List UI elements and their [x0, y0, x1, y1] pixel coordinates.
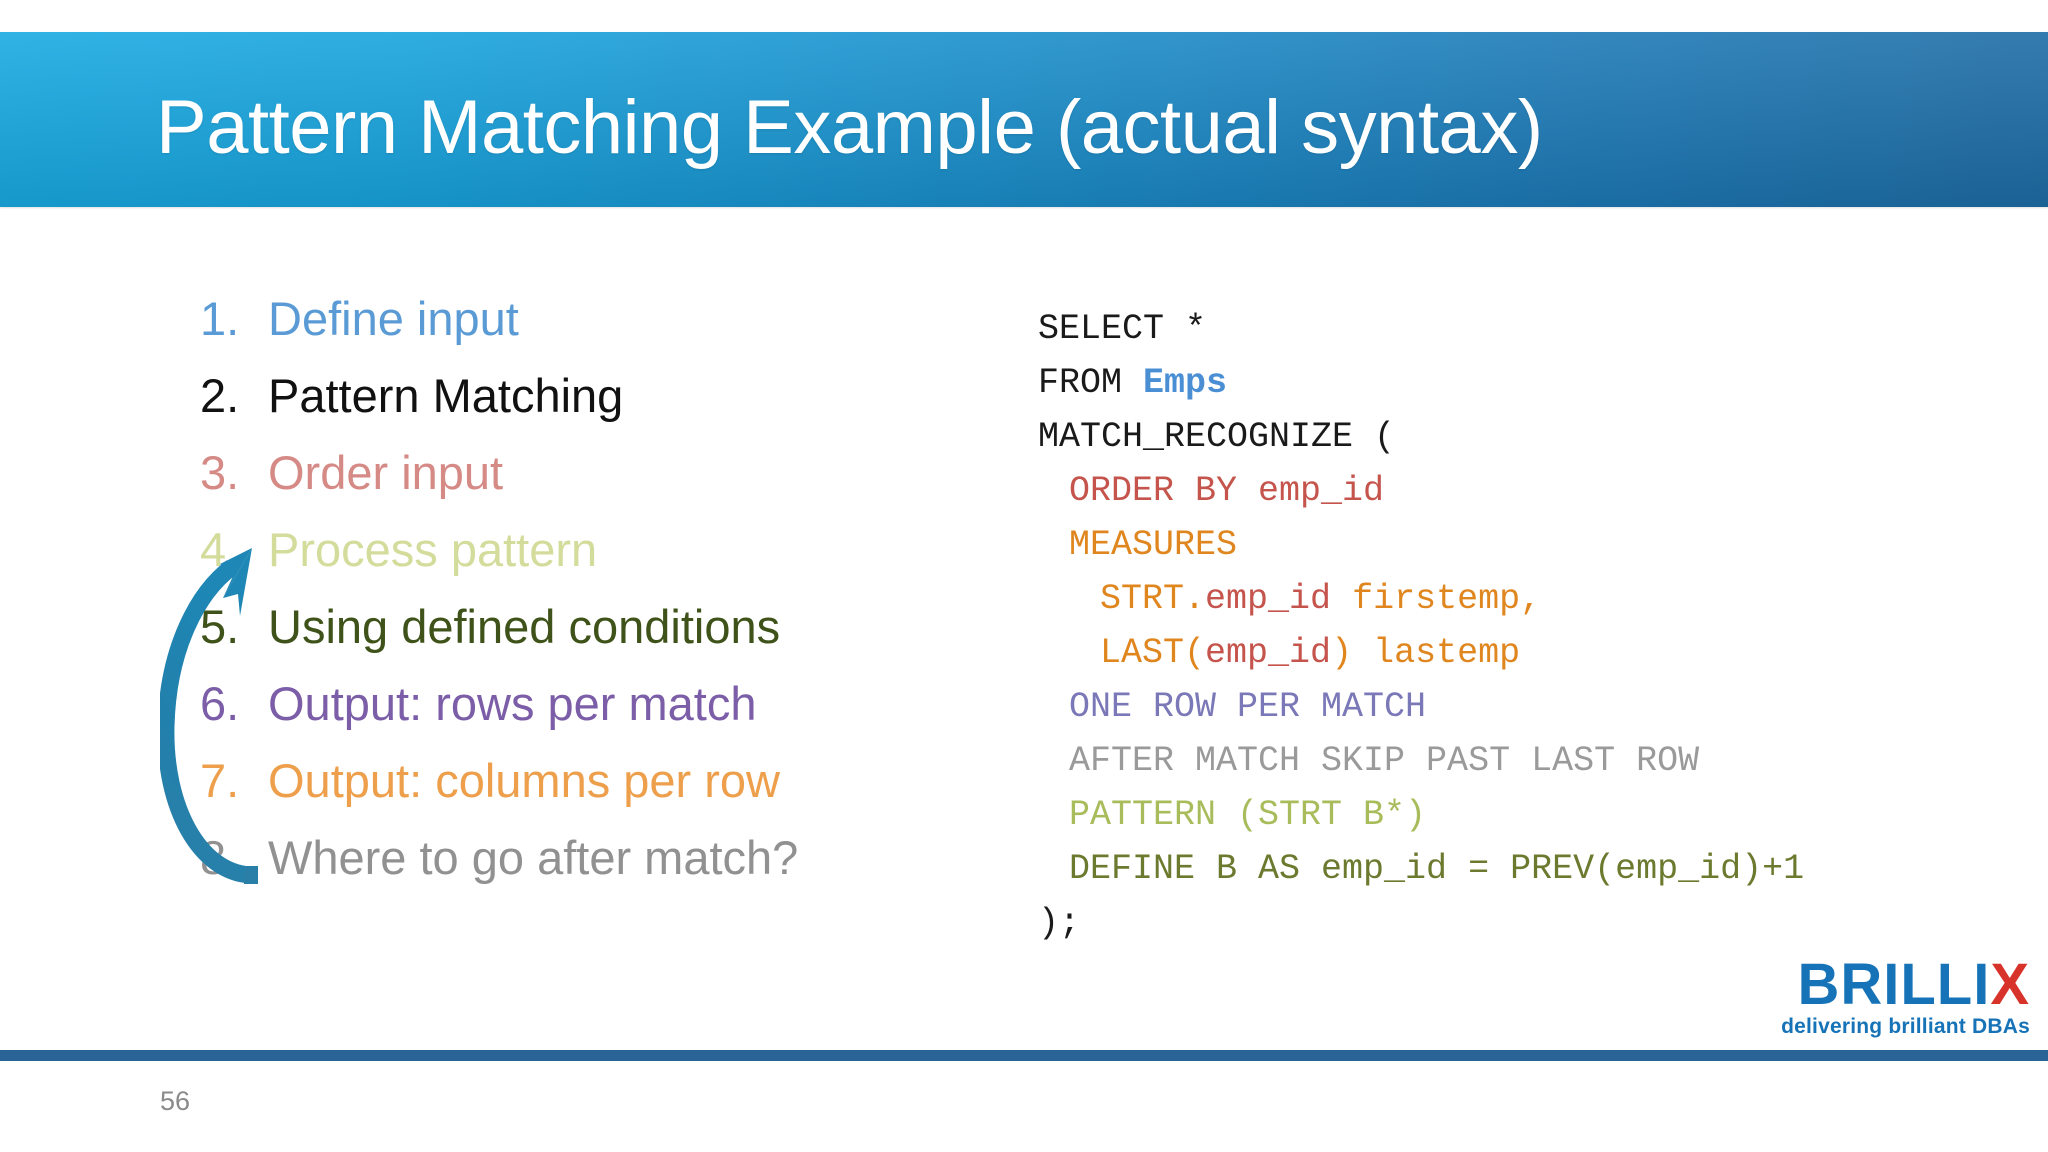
list-item-label: Order input: [268, 446, 504, 499]
code-token: DEFINE B AS emp_id = PREV(emp_id)+1: [1069, 849, 1805, 889]
code-token: MATCH_RECOGNIZE (: [1038, 417, 1396, 457]
code-line: FROM Emps: [1038, 356, 1804, 410]
code-token: );: [1038, 903, 1081, 943]
code-token: SELECT *: [1038, 309, 1207, 349]
list-item-number: 2.: [200, 369, 240, 422]
list-item-number: 3.: [200, 446, 240, 499]
code-token: AFTER MATCH SKIP PAST LAST ROW: [1069, 741, 1700, 781]
list-item: 7. Output: columns per row: [200, 752, 960, 829]
code-line: SELECT *: [1038, 302, 1804, 356]
list-item: 8. Where to go after match?: [200, 829, 960, 906]
code-token: PATTERN (STRT B*): [1069, 795, 1427, 835]
brillix-wordmark-accent: X: [1990, 952, 2030, 1017]
code-line: MATCH_RECOGNIZE (: [1038, 410, 1804, 464]
list-item-number: 5.: [200, 600, 240, 653]
code-line: ORDER BY emp_id: [1038, 464, 1804, 518]
list-item-number: 8.: [200, 831, 240, 884]
brillix-wordmark: BRILLIX: [1730, 955, 2030, 1015]
list-item: 2. Pattern Matching: [200, 367, 960, 444]
list-item: 4. Process pattern: [200, 521, 960, 598]
page-number: 56: [160, 1086, 191, 1116]
code-line: DEFINE B AS emp_id = PREV(emp_id)+1: [1038, 842, 1804, 896]
code-token: FROM: [1038, 363, 1144, 403]
code-line: AFTER MATCH SKIP PAST LAST ROW: [1038, 734, 1804, 788]
code-line: PATTERN (STRT B*): [1038, 788, 1804, 842]
list-item-label: Using defined conditions: [268, 600, 781, 653]
code-line: );: [1038, 896, 1804, 950]
list-item-label: Output: columns per row: [268, 754, 780, 807]
code-line: STRT.emp_id firstemp,: [1038, 572, 1804, 626]
code-line: ONE ROW PER MATCH: [1038, 680, 1804, 734]
list-item: 5. Using defined conditions: [200, 598, 960, 675]
page-title: Pattern Matching Example (actual syntax): [156, 85, 1543, 170]
brillix-wordmark-primary: BRILLI: [1797, 952, 1991, 1017]
footer-divider: [0, 1050, 2048, 1061]
list-item-number: 7.: [200, 754, 240, 807]
brillix-tagline: delivering brilliant DBAs: [1781, 1015, 2030, 1038]
code-token: emp_id: [1205, 579, 1332, 619]
list-item-label: Define input: [268, 292, 519, 345]
list-item: 1. Define input: [200, 290, 960, 367]
code-token: ) lastemp: [1331, 633, 1521, 673]
code-token: ONE ROW PER MATCH: [1069, 687, 1427, 727]
code-token: STRT.: [1100, 579, 1206, 619]
list-item: 3. Order input: [200, 444, 960, 521]
list-item-number: 1.: [200, 292, 240, 345]
list-item-label: Where to go after match?: [268, 831, 799, 884]
code-token: ORDER BY emp_id: [1069, 471, 1385, 511]
brillix-logo: BRILLIX delivering brilliant DBAs: [1730, 955, 2030, 1041]
slide-header-bar: Pattern Matching Example (actual syntax): [0, 32, 2048, 207]
code-token: firstemp,: [1331, 579, 1542, 619]
list-item: 6. Output: rows per match: [200, 675, 960, 752]
code-token: MEASURES: [1069, 525, 1238, 565]
list-item-label: Pattern Matching: [268, 369, 624, 422]
code-token: LAST(: [1100, 633, 1206, 673]
list-item-number: 4.: [200, 523, 240, 576]
list-item-label: Process pattern: [268, 523, 598, 576]
list-item-number: 6.: [200, 677, 240, 730]
code-line: LAST(emp_id) lastemp: [1038, 626, 1804, 680]
code-token: emp_id: [1205, 633, 1332, 673]
numbered-step-list: 1. Define input 2. Pattern Matching 3. Order …: [200, 290, 960, 906]
code-line: MEASURES: [1038, 518, 1804, 572]
list-item-label: Output: rows per match: [268, 677, 757, 730]
code-token: Emps: [1143, 363, 1228, 403]
